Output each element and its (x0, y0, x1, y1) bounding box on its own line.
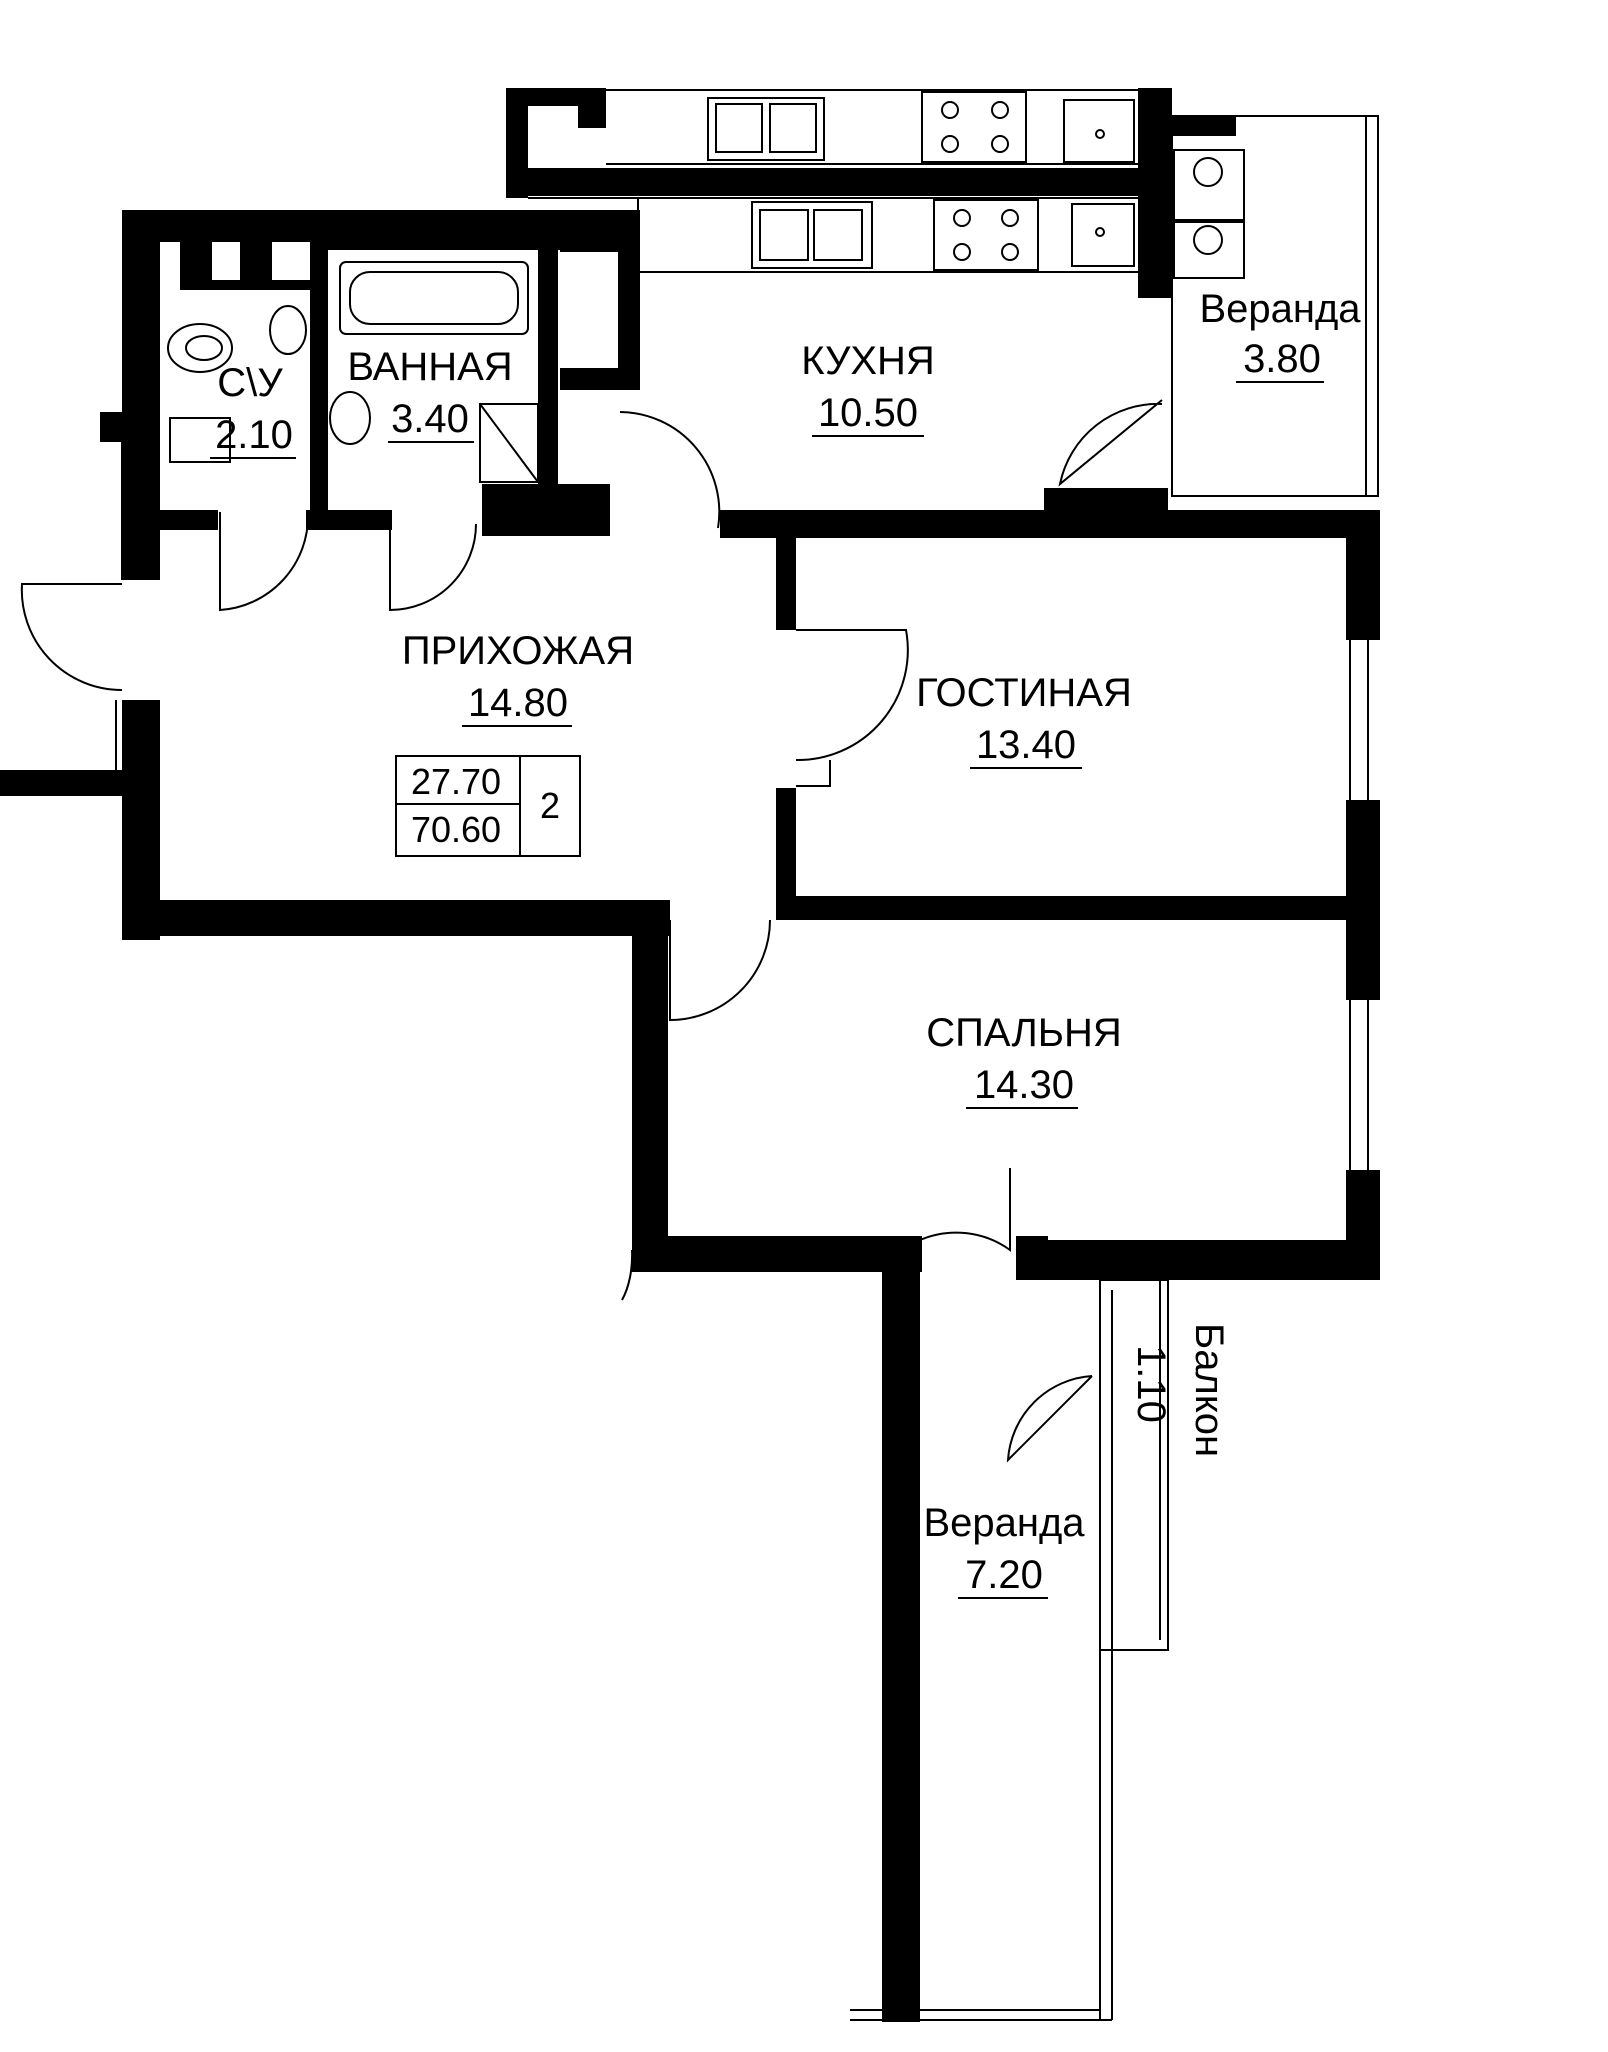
room-name-veranda-bottom: Веранда (923, 1501, 1085, 1545)
room-name-kitchen: КУХНЯ (801, 339, 935, 383)
wall-wc-shelf (180, 242, 212, 286)
room-name-hallway: ПРИХОЖАЯ (402, 629, 634, 673)
washbasin-icon (329, 391, 371, 445)
fixtures (167, 91, 1245, 483)
room-name-bedroom: СПАЛЬНЯ (926, 1011, 1121, 1055)
door-bedroom-veranda (919, 1168, 1011, 1252)
sink-basin-left-lower-icon (759, 209, 809, 261)
total-area-value: 70.60 (411, 809, 501, 850)
room-area-living: 13.40 (976, 723, 1076, 767)
wall-kitchen-bottom-small (1044, 488, 1168, 510)
room-area-veranda-top: 3.80 (1243, 337, 1321, 381)
door-living (795, 629, 909, 762)
door-bedroom (669, 919, 771, 1022)
room-area-hallway: 14.80 (468, 681, 568, 725)
wall-living-left-top (776, 510, 796, 630)
wall-bath-niche-right (618, 230, 640, 390)
wc-washbasin-icon (269, 305, 307, 355)
thin-lines (115, 89, 1379, 2021)
wall-bedroom-bottom-door (1016, 1236, 1048, 1280)
area-summary-box (395, 755, 581, 857)
bathtub-inner-icon (349, 271, 519, 325)
wall-veranda-left-long (882, 1236, 920, 2022)
wall-bath-niche-bottom (560, 368, 640, 390)
wall-left-bottom (632, 1236, 922, 1272)
room-area-balcony: 1.10 (1129, 1345, 1173, 1423)
stove-icon-lower (933, 199, 1039, 271)
wall-living-right-mid (1346, 800, 1380, 1000)
sink-basin-left-icon (715, 103, 763, 153)
room-name-veranda-top: Веранда (1199, 287, 1361, 331)
door-wc (219, 512, 310, 612)
wall-bath-right (538, 230, 558, 510)
wall-wc-bath-divider (310, 210, 328, 510)
door-kitchen (619, 411, 721, 529)
wall-hall-left-step (0, 770, 160, 796)
wall-wc-left (122, 210, 160, 580)
wall-hall-bottom-right (632, 900, 668, 1240)
stove-icon (921, 91, 1027, 163)
doors (20, 399, 1163, 1463)
wall-wc-shelf-2 (240, 242, 272, 286)
wall-kitchen-bottom (720, 510, 1374, 538)
wall-kitchen-top-left-post (578, 88, 606, 128)
door-bath (389, 512, 477, 612)
room-area-wc: 2.10 (215, 413, 293, 457)
wall-veranda-top (1170, 116, 1236, 136)
washer-drum-2-icon (1193, 225, 1223, 255)
room-name-wc: С\У (217, 361, 283, 405)
wall-kitchen-divider (506, 168, 1182, 196)
room-area-kitchen: 10.50 (818, 391, 918, 435)
wall-wc-shelf-bar (180, 280, 310, 290)
wall-bedroom-bottom (1016, 1240, 1380, 1280)
wall-bath-bottom-block (482, 484, 610, 536)
door-living-2 (796, 760, 831, 787)
wall-living-left-bottom (776, 788, 796, 900)
room-name-balcony: Балкон (1187, 1323, 1231, 1457)
door-veranda-balcony (1006, 1375, 1093, 1463)
room-name-bath: ВАННАЯ (347, 345, 512, 389)
wall-wc-bottom-mid (306, 510, 392, 530)
room-name-living: ГОСТИНАЯ (916, 671, 1132, 715)
boiler-icon (169, 417, 231, 463)
wall-hall-bottom (122, 900, 670, 936)
shower-diagonal-icon (479, 403, 539, 483)
labels: С\У 2.10 ВАННАЯ 3.40 КУХНЯ 10.50 Веранда… (210, 287, 1361, 1599)
counter-sink-drain-icon (1095, 129, 1105, 139)
washer-drum-icon (1193, 157, 1223, 187)
room-area-bath: 3.40 (391, 397, 469, 441)
door-kitchen-veranda (1058, 399, 1163, 487)
counter-sink-lower-drain-icon (1095, 227, 1105, 237)
wall-living-bedroom (776, 896, 1374, 920)
living-area-value: 27.70 (411, 761, 501, 802)
wall-kitchen-right-col-top (1138, 88, 1172, 298)
wall-living-right (1346, 510, 1380, 640)
room-count-value: 2 (540, 785, 560, 826)
walls (0, 88, 1380, 2022)
door-entrance (20, 583, 123, 692)
sink-basin-right-icon (769, 103, 817, 153)
room-area-veranda-bottom: 7.20 (965, 1553, 1043, 1597)
wall-wc-bottom-left (160, 510, 218, 530)
toilet-seat-icon (185, 335, 223, 361)
door-exterior-arc (621, 1249, 634, 1301)
sink-basin-right-lower-icon (813, 209, 863, 261)
balcony-outline (1099, 1279, 1169, 1651)
room-area-bedroom: 14.30 (974, 1063, 1074, 1107)
wall-wc-left-outside (100, 412, 122, 442)
